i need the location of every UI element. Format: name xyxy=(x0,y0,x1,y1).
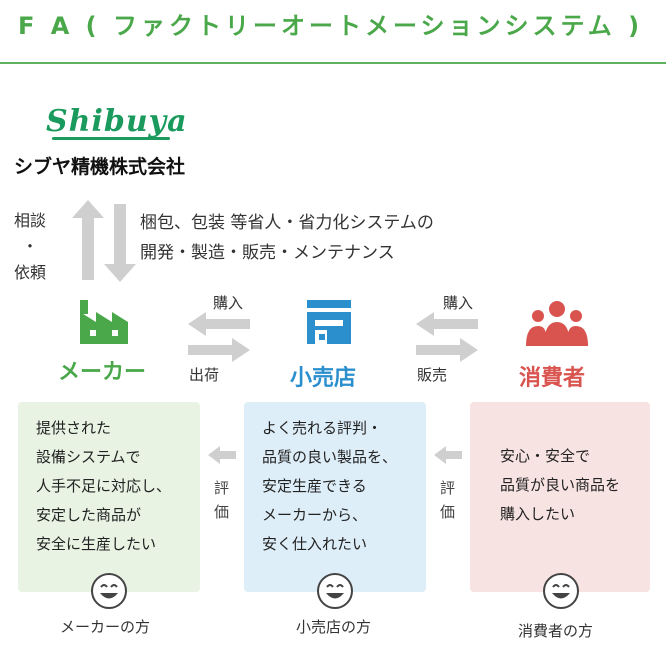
request-arrows xyxy=(72,200,136,282)
smile-icon xyxy=(91,573,127,609)
up-arrow-icon xyxy=(72,200,104,280)
flow-ship-label: 出荷 xyxy=(189,366,220,384)
flow-sell-label: 販売 xyxy=(417,366,448,384)
retailer-footer-label: 小売店の方 xyxy=(296,618,372,636)
retailer-card-line: 安く仕入れたい xyxy=(262,535,368,553)
logo-swash xyxy=(52,137,170,140)
consumer-footer-label: 消費者の方 xyxy=(518,622,594,640)
maker-card-text: 提供された 設備システムで 人手不足に対応し、 安定した商品が 安全に生産したい xyxy=(36,414,171,559)
retailer-card-line: メーカーから、 xyxy=(262,506,368,524)
left-arrow-icon xyxy=(416,312,478,336)
services-line-1: 梱包、包装 等省人・省力化システムの xyxy=(140,213,434,233)
consumer-card-text: 安心・安全で 品質が良い商品を 購入したい xyxy=(500,442,620,529)
down-arrow-icon xyxy=(104,204,136,282)
maker-card: 提供された 設備システムで 人手不足に対応し、 安定した商品が 安全に生産したい xyxy=(18,402,200,592)
role-maker: メーカー xyxy=(58,360,147,385)
flow-buy-label-2: 購入 xyxy=(443,294,474,312)
consumer-card-line: 品質が良い商品を xyxy=(500,476,621,494)
title-divider xyxy=(0,62,666,64)
left-arrow-icon xyxy=(208,446,236,464)
role-consumer: 消費者 xyxy=(519,366,586,391)
consumer-card-line: 購入したい xyxy=(500,505,576,523)
role-retailer: 小売店 xyxy=(290,366,357,391)
maker-card-line: 設備システムで xyxy=(36,448,141,466)
company-logo: Shibuya xyxy=(46,104,188,139)
people-icon xyxy=(526,301,588,346)
services-text: 梱包、包装 等省人・省力化システムの 開発・製造・販売・メンテナンス xyxy=(140,208,434,268)
page-title: F A ( ファクトリーオートメーションシステム ) xyxy=(18,12,644,40)
maker-card-line: 人手不足に対応し、 xyxy=(36,477,172,495)
smile-icon xyxy=(317,573,353,609)
retailer-card-line: 品質の良い製品を、 xyxy=(262,448,398,466)
retailer-card: よく売れる評判・ 品質の良い製品を、 安定生産できる メーカーから、 安く仕入れ… xyxy=(244,402,426,592)
flow-buy-label-1: 購入 xyxy=(213,294,244,312)
right-arrow-icon xyxy=(416,338,478,362)
right-arrow-icon xyxy=(188,338,250,362)
maker-card-line: 提供された xyxy=(36,419,112,437)
consult-request-label: 相談 ・ 依頼 xyxy=(14,211,47,282)
company-name: シブヤ精機株式会社 xyxy=(14,156,186,178)
services-line-2: 開発・製造・販売・メンテナンス xyxy=(140,243,395,263)
retailer-card-line: 安定生産できる xyxy=(262,477,367,495)
consumer-card: 安心・安全で 品質が良い商品を 購入したい xyxy=(470,402,650,592)
eval-label-2: 評 価 xyxy=(440,479,456,521)
maker-card-line: 安全に生産したい xyxy=(36,535,157,553)
consumer-card-line: 安心・安全で xyxy=(500,447,591,465)
left-arrow-icon xyxy=(188,312,250,336)
retailer-card-text: よく売れる評判・ 品質の良い製品を、 安定生産できる メーカーから、 安く仕入れ… xyxy=(262,414,397,559)
maker-footer-label: メーカーの方 xyxy=(60,618,151,636)
factory-icon xyxy=(80,300,128,344)
store-icon xyxy=(307,300,351,344)
eval-label-1: 評 価 xyxy=(214,479,230,521)
retailer-card-line: よく売れる評判・ xyxy=(262,419,383,437)
left-arrow-icon xyxy=(434,446,462,464)
smile-icon xyxy=(543,573,579,609)
maker-card-line: 安定した商品が xyxy=(36,506,142,524)
